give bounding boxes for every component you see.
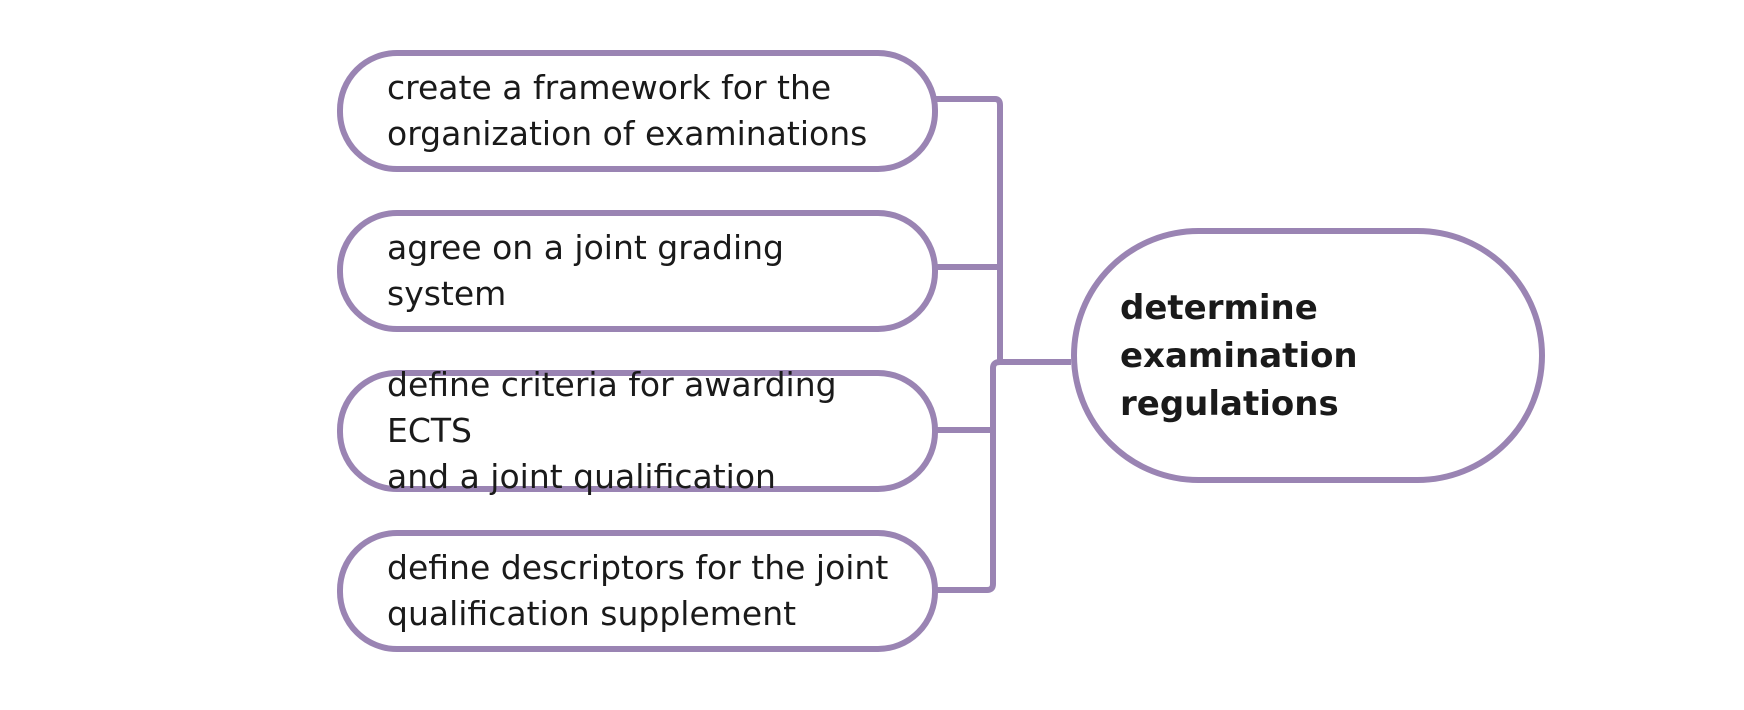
- main-topic-label: determine examination regulations: [1120, 287, 1358, 424]
- node-create-framework: create a framework for the organization …: [337, 50, 938, 172]
- node-label: agree on a joint grading system: [387, 228, 784, 313]
- connector-item-3: [936, 359, 1001, 433]
- node-main-topic: determine examination regulations: [1071, 228, 1545, 483]
- node-joint-grading-system: agree on a joint grading system: [337, 210, 938, 332]
- connector-item-1: [936, 96, 1071, 365]
- node-label: create a framework for the organization …: [387, 68, 868, 153]
- node-qualification-supplement: define descriptors for the joint qualifi…: [337, 530, 938, 652]
- node-ects-criteria: define criteria for awarding ECTS and a …: [337, 365, 938, 496]
- node-label: define descriptors for the joint qualifi…: [387, 548, 889, 633]
- connector-item-4: [936, 430, 996, 593]
- node-label: define criteria for awarding ECTS and a …: [387, 365, 837, 496]
